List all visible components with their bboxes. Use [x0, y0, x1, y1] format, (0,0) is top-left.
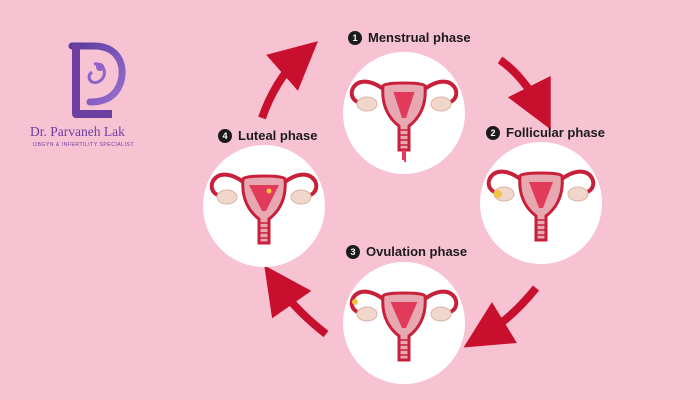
- circle-luteal: [203, 145, 325, 267]
- phase-label-follicular: 2 Follicular phase: [486, 125, 605, 140]
- phase-name: Follicular phase: [506, 125, 605, 140]
- phase-label-menstrual: 1 Menstrual phase: [348, 30, 471, 45]
- arrow-follicular-to-ovulation: [463, 285, 540, 348]
- uterus-icon: [349, 79, 459, 162]
- uterus-icon: [209, 172, 319, 245]
- phase-name: Menstrual phase: [368, 30, 471, 45]
- dl-monogram-icon: [68, 42, 126, 118]
- phase-label-ovulation: 3 Ovulation phase: [346, 244, 467, 259]
- phase-number: 4: [218, 128, 232, 143]
- phase-number: 2: [486, 125, 500, 140]
- arrow-luteal-to-menstrual: [258, 41, 318, 120]
- phase-name: Luteal phase: [238, 128, 318, 143]
- brand-tagline: OBGYN & INFERTILITY SPECIALIST: [33, 142, 134, 148]
- phase-number: 1: [348, 30, 362, 45]
- arrow-ovulation-to-luteal: [264, 265, 329, 338]
- phase-label-luteal: 4 Luteal phase: [218, 128, 317, 143]
- arrow-menstrual-to-follicular: [497, 56, 551, 130]
- uterus-icon: [349, 289, 459, 362]
- circle-menstrual: [343, 52, 465, 174]
- uterus-icon: [486, 169, 596, 242]
- phase-number: 3: [346, 244, 360, 259]
- circle-follicular: [480, 142, 602, 264]
- circle-ovulation: [343, 262, 465, 384]
- brand-logo: Dr. Parvaneh Lak OBGYN & INFERTILITY SPE…: [30, 40, 160, 155]
- phase-name: Ovulation phase: [366, 244, 468, 259]
- brand-name: Dr. Parvaneh Lak: [30, 124, 125, 139]
